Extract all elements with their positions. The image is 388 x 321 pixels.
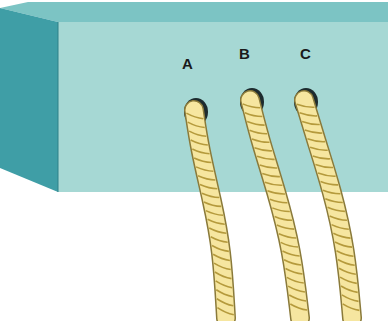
jet-twist [202, 193, 219, 197]
jet-twist [310, 147, 328, 150]
jet-twist [315, 164, 333, 167]
jet-twist [333, 233, 350, 238]
jet-twist [267, 191, 285, 194]
jet-twist [216, 290, 232, 297]
jet-twist [286, 269, 303, 275]
jet-outline [304, 100, 352, 318]
jet-twist [208, 219, 225, 224]
jet-twist [245, 113, 262, 117]
jet-twist [300, 113, 318, 116]
hole-label: A [182, 56, 193, 71]
jet-twist [275, 216, 292, 220]
jet-twist [200, 184, 217, 188]
jet-twist [211, 237, 228, 243]
jet-twist [287, 277, 304, 283]
jet-twist [262, 174, 280, 177]
tank-side [0, 8, 58, 192]
jet-outline [194, 110, 226, 318]
jet-outline [250, 100, 300, 318]
tank-top [0, 2, 388, 22]
jet-twist [252, 139, 270, 142]
jet-twist [209, 228, 226, 233]
jet-twist [196, 167, 213, 171]
jet-twist [288, 286, 305, 292]
jet-twist [332, 225, 349, 230]
jet-twist [281, 242, 298, 247]
jet-twist [307, 139, 325, 142]
jet-twist [328, 207, 345, 211]
jet-twist [272, 208, 290, 212]
jet-twist [194, 158, 211, 162]
jet-twist [305, 130, 323, 133]
jet-twist [318, 173, 336, 176]
jet-twist [265, 182, 283, 185]
jet-twist [284, 260, 301, 265]
jet-twist [325, 199, 342, 203]
jet-twist [340, 277, 357, 283]
jet-body [194, 110, 226, 318]
water-jet [297, 100, 359, 318]
jet-body [250, 100, 300, 318]
jet-twist [191, 140, 208, 145]
jet-twist [270, 199, 288, 202]
jet-twist [217, 308, 233, 315]
jet-twist [342, 295, 359, 301]
jet-twist [257, 156, 275, 159]
jet-twist [204, 202, 221, 206]
water-jet [186, 110, 233, 318]
jet-twist [249, 130, 267, 133]
tank-edge [58, 22, 59, 192]
jet-twist [313, 156, 331, 159]
jet-twist [260, 165, 278, 168]
jet-twist [198, 176, 215, 180]
jet-twist [323, 190, 341, 194]
jet-body [304, 100, 352, 318]
water-jets [186, 100, 359, 318]
tank-front [58, 22, 388, 192]
jet-twist [321, 182, 339, 185]
jet-twist [214, 263, 231, 269]
jet-twist [302, 121, 320, 124]
jet-twist [206, 211, 223, 216]
jet-twist [277, 225, 294, 229]
jet-twist [297, 104, 315, 107]
jet-twist [290, 304, 307, 310]
jet-twist [243, 104, 260, 108]
jet-twist [338, 259, 355, 265]
jet-twist [186, 113, 203, 119]
jet-twist [216, 281, 233, 288]
jet-twist [189, 131, 206, 136]
jet-twist [188, 122, 205, 127]
jet-twist [289, 295, 306, 301]
jet-twist [330, 216, 347, 220]
jet-twist [339, 268, 356, 274]
jet-twist [192, 149, 209, 154]
jet-twist [343, 304, 360, 311]
jet-twist [336, 251, 353, 257]
jet-twist [341, 286, 358, 292]
jet-twist [215, 272, 232, 279]
jet-twist [254, 148, 272, 151]
jet-twist [212, 245, 229, 251]
jet-twist [282, 251, 299, 256]
water-jet [243, 100, 307, 318]
jet-twist [279, 234, 296, 238]
hole-label: B [239, 46, 250, 61]
hole-label: C [300, 46, 311, 61]
jet-twist [213, 254, 230, 260]
jet-twist [335, 242, 352, 247]
jet-twist [247, 121, 265, 125]
jet-twist [217, 299, 233, 306]
